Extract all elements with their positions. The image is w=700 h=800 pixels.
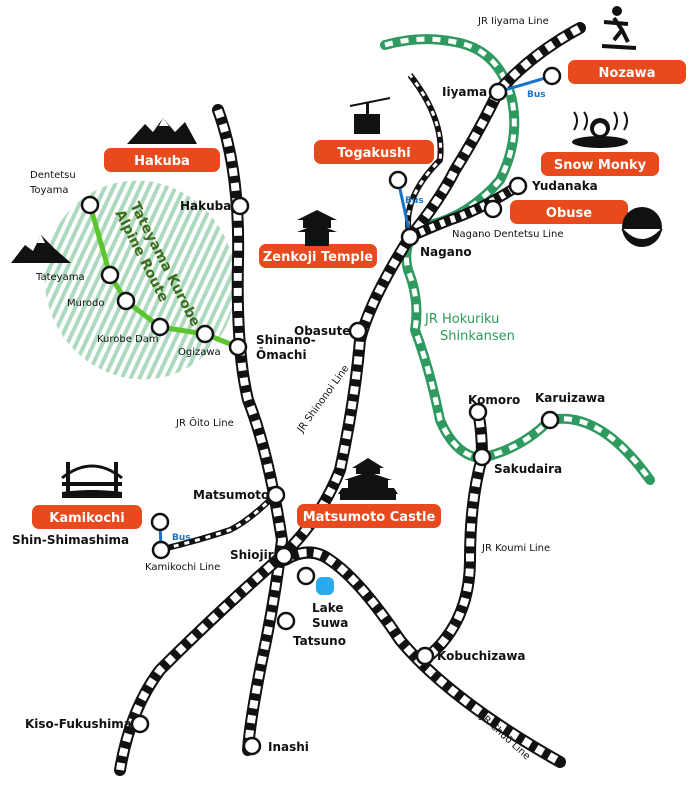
tag-nozawa[interactable]: Nozawa — [568, 60, 686, 84]
bridge-icon — [61, 462, 123, 498]
station-label-sakudaira: Sakudaira — [494, 462, 562, 476]
station-iiyama[interactable] — [488, 82, 508, 102]
monkey-onsen-icon — [572, 111, 628, 148]
ropeway-icon — [349, 97, 391, 134]
temple-icon — [297, 210, 337, 246]
tag-label-nozawa: Nozawa — [599, 66, 656, 81]
station-karuizawa[interactable] — [540, 410, 560, 430]
tag-label-matsumoto-castle: Matsumoto Castle — [303, 510, 436, 525]
station-markers — [80, 66, 562, 756]
station-label-ogizawa: Ogizawa — [178, 347, 221, 358]
tag-label-hakuba: Hakuba — [134, 154, 190, 169]
station-dentetsu-toyama[interactable] — [80, 195, 100, 215]
station-label-nagano: Nagano — [420, 245, 472, 259]
lake-suwa-marker — [316, 577, 334, 595]
station-label-shin-shimashima: Shin-Shimashima — [12, 533, 129, 547]
station-sakudaira[interactable] — [472, 447, 492, 467]
station-tatsuno[interactable] — [276, 611, 296, 631]
station-inashi[interactable] — [242, 736, 262, 756]
station-label-kurobe-dam: Kurobe Dam — [97, 334, 159, 345]
station-shinano-omachi[interactable] — [228, 337, 248, 357]
label-kamikochi-line: Kamikochi Line — [145, 562, 220, 573]
station-hakuba[interactable] — [230, 196, 250, 216]
bus-labels: Bus Bus Bus — [172, 90, 546, 543]
station-kobuchizawa[interactable] — [415, 646, 435, 666]
bus-label-togakushi: Bus — [405, 196, 424, 206]
tag-label-togakushi: Togakushi — [337, 146, 411, 161]
station-label-shinano-omachi: Shinano-Ōmachi — [256, 333, 316, 362]
label-koumi-line: JR Koumi Line — [481, 543, 550, 554]
station-shiojiri[interactable] — [274, 546, 294, 566]
station-komoro[interactable] — [468, 402, 488, 422]
tag-label-kamikochi: Kamikochi — [49, 511, 125, 526]
tag-matsumoto-castle[interactable]: Matsumoto Castle — [297, 504, 441, 528]
mountain-icon-hakuba — [127, 118, 197, 144]
station-togakushi-stop[interactable] — [388, 170, 408, 190]
station-obuse-stop[interactable] — [483, 199, 503, 219]
bus-label-kamikochi: Bus — [172, 533, 191, 543]
station-label-tatsuno: Tatsuno — [293, 634, 346, 648]
label-iiyama-line: JR Iiyama Line — [477, 16, 549, 27]
station-label-yudanaka: Yudanaka — [531, 179, 598, 193]
station-label-hakuba: Hakuba — [180, 199, 231, 213]
station-obasute[interactable] — [348, 321, 368, 341]
tag-togakushi[interactable]: Togakushi — [314, 140, 434, 164]
tag-snow-monky[interactable]: Snow Monky — [541, 152, 659, 176]
tag-label-obuse: Obuse — [546, 206, 592, 221]
station-label-tateyama: Tateyama — [35, 272, 85, 283]
station-lake-suwa[interactable] — [296, 566, 316, 586]
bus-label-nozawa: Bus — [527, 90, 546, 100]
station-murodo[interactable] — [116, 291, 136, 311]
station-matsumoto[interactable] — [266, 485, 286, 505]
station-nozawa-stop[interactable] — [542, 66, 562, 86]
station-label-komoro: Komoro — [468, 393, 520, 407]
chestnut-icon — [621, 207, 663, 247]
station-label-iiyama: Iiyama — [442, 85, 487, 99]
label-nagano-dentetsu-line: Nagano Dentetsu Line — [452, 229, 563, 240]
label-oito-line: JR Ōito Line — [175, 416, 234, 429]
station-kurobe-dam[interactable] — [150, 317, 170, 337]
station-tateyama[interactable] — [100, 265, 120, 285]
station-label-obasute: Obasute — [294, 324, 350, 338]
station-shin-shimashima[interactable] — [151, 540, 171, 560]
station-label-matsumoto: Matsumoto — [193, 488, 269, 502]
tag-label-zenkoji: Zenkoji Temple — [263, 250, 373, 265]
station-label-kiso-fukushima: Kiso-Fukushima — [25, 717, 132, 731]
station-label-inashi: Inashi — [268, 740, 309, 754]
station-yudanaka[interactable] — [508, 176, 528, 196]
mountain-icon-alpine — [11, 235, 71, 263]
station-kiso-fukushima[interactable] — [130, 714, 150, 734]
station-label-murodo: Murodo — [67, 298, 104, 309]
station-label-kobuchizawa: Kobuchizawa — [437, 649, 526, 663]
station-label-karuizawa: Karuizawa — [535, 391, 605, 405]
station-ogizawa[interactable] — [195, 324, 215, 344]
skier-icon — [601, 6, 637, 50]
station-label-shiojiri: Shiojiri — [230, 548, 278, 562]
station-kamikochi-stop[interactable] — [150, 512, 170, 532]
tag-kamikochi[interactable]: Kamikochi — [32, 505, 142, 529]
station-nagano[interactable] — [400, 227, 420, 247]
tag-obuse[interactable]: Obuse — [510, 200, 628, 224]
tag-zenkoji[interactable]: Zenkoji Temple — [259, 244, 377, 268]
castle-icon — [338, 458, 398, 500]
tag-hakuba[interactable]: Hakuba — [104, 148, 220, 172]
tag-label-snow-monky: Snow Monky — [554, 158, 647, 173]
